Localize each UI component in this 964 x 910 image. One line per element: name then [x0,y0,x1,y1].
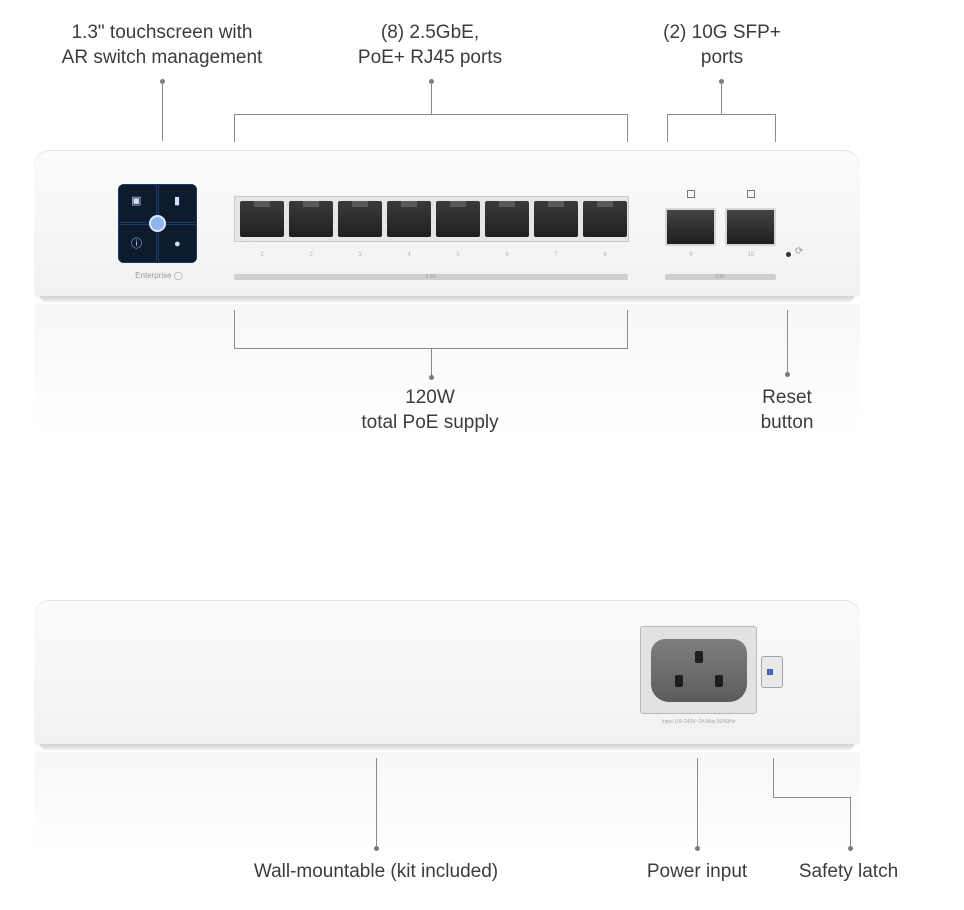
rj45-callout: (8) 2.5GbE, PoE+ RJ45 ports [357,22,503,68]
rj45-port-2[interactable] [289,201,333,237]
sfp-led-9 [687,190,695,198]
wall-callout-line [376,758,377,848]
reset-icon: ⟳ [795,246,804,257]
touchscreen-icon [149,215,166,232]
rj45-port-number: 4 [407,252,411,258]
sfp-port-number: 10 [747,252,755,258]
sfp-bracket-top [667,114,776,115]
power-pin-line [675,675,683,687]
power-callout: Power input [646,861,748,882]
latch-callout: Safety latch [798,861,899,882]
screen-cell-br [158,224,197,263]
screen-info-icon: ⓘ [131,238,142,250]
power-callout-dot [695,846,700,851]
poe-bracket-right [627,310,628,348]
wall-mount-callout: Wall-mountable (kit included) [253,861,499,882]
power-callout-line [697,758,698,848]
reset-callout-line [787,310,788,374]
switch-front-base [40,296,854,302]
sfp-bracket-right [775,114,776,142]
screen-home-icon: ▣ [131,195,142,207]
power-socket [651,639,747,702]
screen-cell-tl [118,184,157,223]
wall-callout-dot [374,846,379,851]
latch-callout-dot [848,846,853,851]
rj45-port-number: 1 [260,252,264,258]
screen-cell-bl [118,224,157,263]
power-pin-ground [695,651,703,663]
sfp-port-10[interactable] [725,208,776,246]
brand-label: Enterprise ◯ [135,271,183,280]
sfp-group-label: 10G [715,274,725,280]
switch-rear-reflection [34,752,860,852]
power-spec-label: Input 100-240V~2A Max 50/60Hz [661,719,736,725]
poe-callout-stem [431,348,432,376]
rj45-bracket-top [234,114,628,115]
touchscreen[interactable]: ▣ ▮ ⓘ ● [118,184,197,263]
sfp-port-number: 9 [689,252,693,258]
switch-rear-base [40,744,854,750]
touchscreen-callout-line [162,81,163,141]
latch-callout-drop [850,797,851,848]
poe-callout: 120W total PoE supply [361,387,499,433]
rj45-port-number: 5 [456,252,460,258]
sfp-callout-stem [721,81,722,115]
rj45-port-bank [234,196,629,242]
sfp-port-9[interactable] [665,208,716,246]
rj45-bracket-right [627,114,628,142]
sfp-bracket-left [667,114,668,142]
rj45-port-number: 6 [505,252,509,258]
rj45-port-5[interactable] [436,201,480,237]
switch-front-reflection [34,304,860,436]
rj45-port-8[interactable] [583,201,627,237]
screen-status-icon: ● [174,238,181,250]
screen-cell-tr [158,184,197,223]
power-input[interactable] [640,626,757,714]
poe-bracket-left [234,310,235,348]
rj45-port-6[interactable] [485,201,529,237]
rj45-group-bar: 2.5G [234,274,628,280]
sfp-led-10 [747,190,755,198]
reset-button[interactable] [786,252,791,257]
sfp-callout: (2) 10G SFP+ ports [663,22,781,68]
reset-callout: Reset button [760,387,814,433]
rj45-bracket-left [234,114,235,142]
poe-callout-dot [429,375,434,380]
latch-callout-horizontal [773,797,851,798]
touchscreen-callout: 1.3" touchscreen with AR switch manageme… [61,22,263,68]
reset-callout-dot [785,372,790,377]
rj45-port-number: 8 [603,252,607,258]
rj45-group-label: 2.5G [425,274,437,280]
sfp-group-bar: 10G [665,274,776,280]
latch-icon [767,669,773,675]
rj45-port-number: 3 [358,252,362,258]
rj45-port-7[interactable] [534,201,578,237]
rj45-port-number: 2 [309,252,313,258]
rj45-port-3[interactable] [338,201,382,237]
rj45-callout-stem [431,81,432,115]
safety-latch[interactable] [761,656,783,688]
power-pin-neutral [715,675,723,687]
latch-callout-vertical [773,758,774,798]
screen-device-icon: ▮ [174,195,181,207]
rj45-port-4[interactable] [387,201,431,237]
rj45-port-number: 7 [554,252,558,258]
rj45-port-1[interactable] [240,201,284,237]
